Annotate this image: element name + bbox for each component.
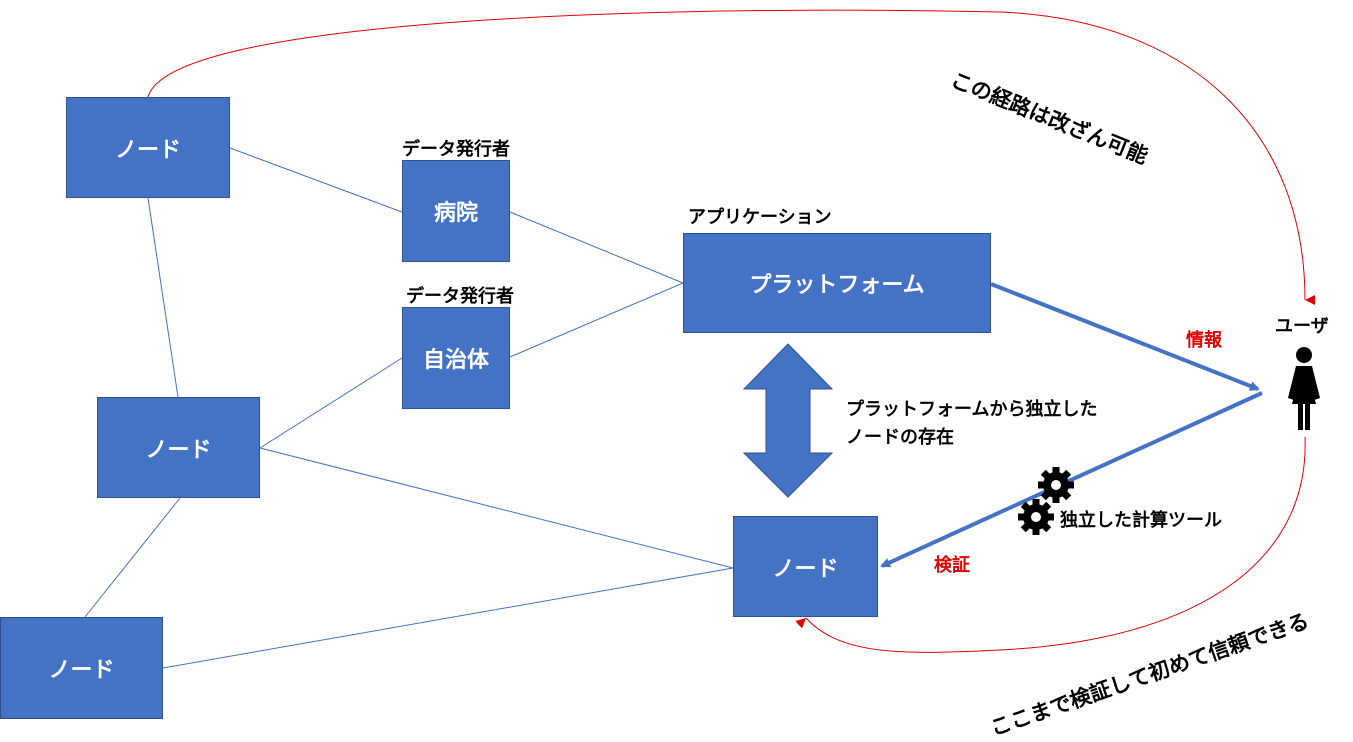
info-label: 情報: [1186, 330, 1222, 351]
tamper-arrow: [147, 9, 1316, 305]
node-label: ノード: [48, 658, 115, 683]
node-label: ノード: [145, 437, 212, 463]
info-arrow: [990, 282, 1260, 391]
hospital-label: 病院: [433, 201, 478, 226]
platform-label: プラットフォーム: [749, 273, 925, 298]
connector-node2-nodecenter: [259, 447, 734, 569]
connector-node1-node2: [147, 197, 179, 398]
municipality-box: 自治体: [402, 307, 510, 409]
trust-arrow: [795, 436, 1306, 653]
double-arrow: [742, 343, 834, 498]
person-icon: [1288, 347, 1320, 430]
node-mid-left: ノード: [97, 397, 260, 498]
municipality-caption: データ発行者: [406, 286, 514, 307]
node-top-left: ノード: [66, 97, 230, 198]
node-label: ノード: [772, 556, 839, 582]
verify-label: 検証: [934, 555, 970, 576]
hospital-box: 病院: [402, 160, 510, 262]
node-center: ノード: [733, 516, 878, 617]
connector-node1-hospital: [229, 147, 403, 213]
hospital-caption: データ発行者: [402, 139, 510, 160]
verify-arrow: [880, 391, 1263, 568]
tool-label: 独立した計算ツール: [1060, 510, 1222, 531]
connector-municipality-platform: [509, 282, 684, 358]
connector-hospital-platform: [509, 211, 684, 284]
connector-node2-municipality: [259, 357, 403, 449]
platform-caption: アプリケーション: [688, 207, 832, 228]
connector-node3-nodecenter: [162, 567, 734, 669]
connector-node2-node3: [84, 497, 181, 618]
municipality-label: 自治体: [422, 348, 489, 373]
gear-icon: [1018, 467, 1074, 535]
node-bottom-left: ノード: [0, 617, 163, 719]
node-label: ノード: [114, 137, 181, 163]
independent-node-text: プラットフォームから独立した ノードの存在: [846, 399, 1098, 448]
user-label: ユーザ: [1275, 316, 1329, 337]
platform-box: プラットフォーム: [683, 233, 991, 333]
